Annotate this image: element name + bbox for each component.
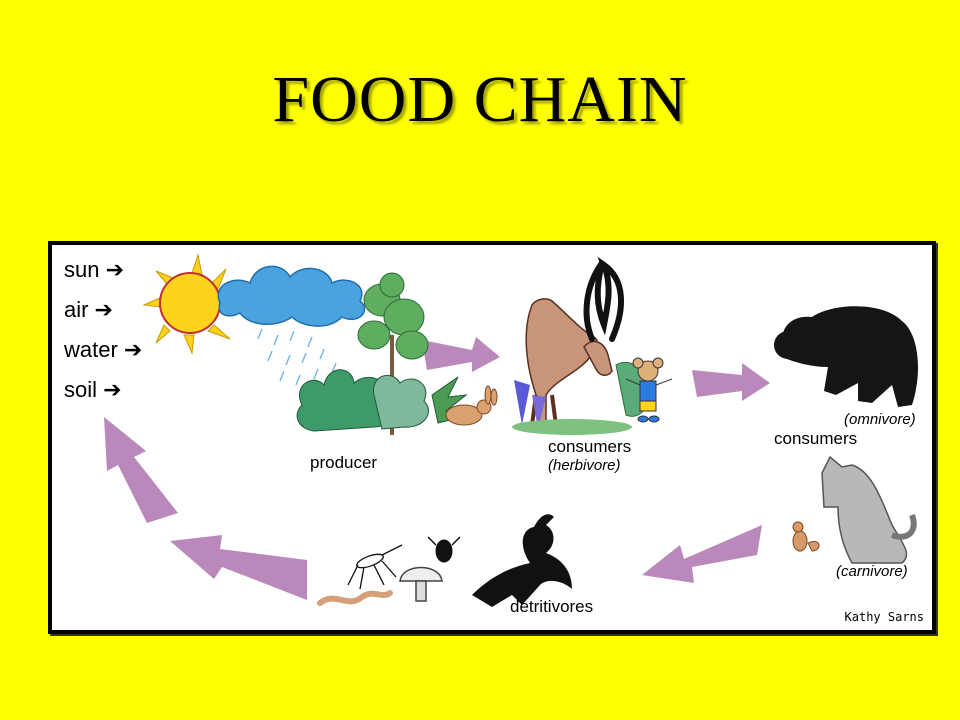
deer-icon xyxy=(525,256,624,426)
diagram-scene xyxy=(104,253,918,607)
label-herbivore: (herbivore) xyxy=(548,457,621,474)
flow-arrows xyxy=(104,337,770,600)
crow-icon xyxy=(472,514,572,607)
input-soil: soil ➔ xyxy=(64,377,122,402)
arrow-herbivore-to-omnivore xyxy=(692,363,770,401)
label-producer: producer xyxy=(310,453,378,472)
input-air: air ➔ xyxy=(64,297,113,322)
mosquito-icon xyxy=(347,544,403,590)
arrow-producer-to-herbivore xyxy=(422,337,500,372)
label-detritivores: detritivores xyxy=(510,597,594,616)
beetle-icon xyxy=(427,536,461,563)
rabbit-icon xyxy=(445,385,498,426)
mouse-character-icon xyxy=(625,357,673,423)
arrow-carnivore-to-detritivores xyxy=(642,525,762,583)
flowers-icon xyxy=(512,361,647,435)
input-water: water ➔ xyxy=(64,337,143,362)
rain-cloud-icon xyxy=(217,265,366,386)
worm-icon xyxy=(317,590,393,606)
bear-icon xyxy=(774,306,918,407)
wolf-icon xyxy=(821,455,917,564)
arrow-soil-up xyxy=(104,417,178,523)
food-chain-diagram: sun ➔ air ➔ water ➔ soil ➔ producer cons… xyxy=(48,241,936,634)
producer-plants-icon xyxy=(296,272,468,435)
credit-signature: Kathy Sarns xyxy=(844,610,924,624)
input-sun: sun ➔ xyxy=(64,257,125,282)
mushroom-icon xyxy=(399,566,443,602)
label-carnivore: (carnivore) xyxy=(836,563,908,580)
label-consumers-omnivore: consumers xyxy=(774,429,858,448)
page-title: FOOD CHAIN xyxy=(272,63,688,136)
label-consumers-herbivore: consumers xyxy=(548,437,632,456)
arrow-detritivores-to-soil xyxy=(170,535,307,600)
label-omnivore: (omnivore) xyxy=(844,411,916,428)
chipmunk-icon xyxy=(792,521,820,552)
